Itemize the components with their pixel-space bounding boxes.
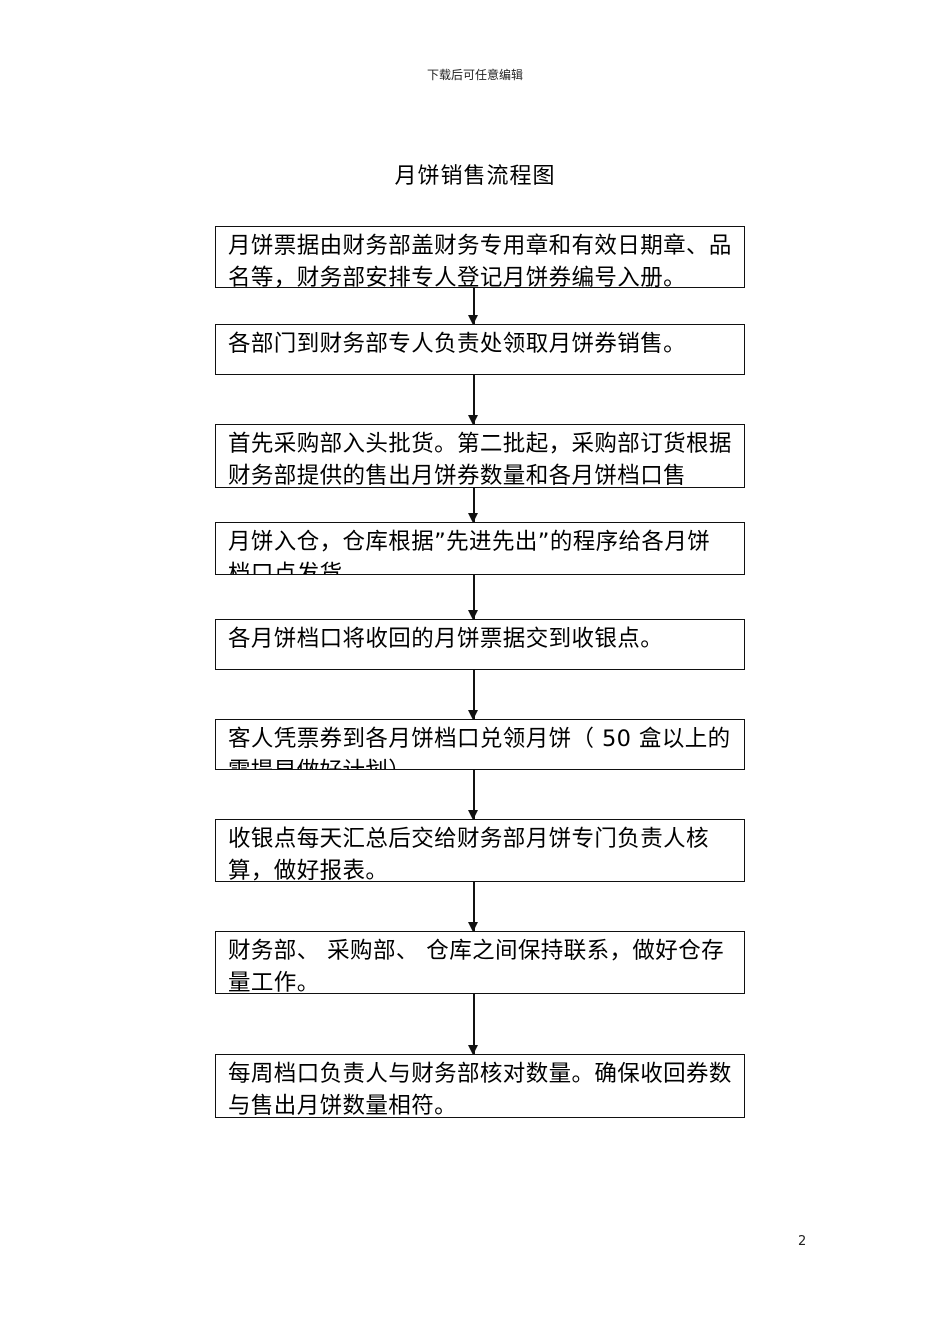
header-note: 下载后可任意编辑 xyxy=(426,68,523,82)
flow-step-9: 每周档口负责人与财务部核对数量。确保收回券数与售出月饼数量相符。 xyxy=(215,1054,745,1118)
flow-arrow-5 xyxy=(469,670,477,720)
flow-arrow-3 xyxy=(469,488,477,523)
page-number: 2 xyxy=(798,1234,807,1249)
flow-step-2: 各部门到财务部专人负责处领取月饼券销售。 xyxy=(215,324,745,375)
flow-step-7: 收银点每天汇总后交给财务部月饼专门负责人核算，做好报表。 xyxy=(215,819,745,882)
flow-arrow-6 xyxy=(469,770,477,820)
flow-step-3: 首先采购部入头批货。第二批起，采购部订货根据财务部提供的售出月饼券数量和各月饼档… xyxy=(215,424,745,488)
flow-arrow-7 xyxy=(469,882,477,932)
flow-arrow-4 xyxy=(469,575,477,620)
flow-arrow-1 xyxy=(469,288,477,325)
flow-arrow-2 xyxy=(469,375,477,425)
flow-step-4: 月饼入仓，仓库根据”先进先出”的程序给各月饼档口点发货。 xyxy=(215,522,745,575)
flow-step-5: 各月饼档口将收回的月饼票据交到收银点。 xyxy=(215,619,745,670)
flow-step-1: 月饼票据由财务部盖财务专用章和有效日期章、品名等，财务部安排专人登记月饼券编号入… xyxy=(215,226,745,288)
flow-arrow-8 xyxy=(469,994,477,1055)
page-title: 月饼销售流程图 xyxy=(394,164,556,189)
flow-step-8: 财务部、 采购部、 仓库之间保持联系，做好仓存量工作。 xyxy=(215,931,745,994)
flow-step-6: 客人凭票券到各月饼档口兑领月饼（ 50 盒以上的需提早做好计划） xyxy=(215,719,745,770)
